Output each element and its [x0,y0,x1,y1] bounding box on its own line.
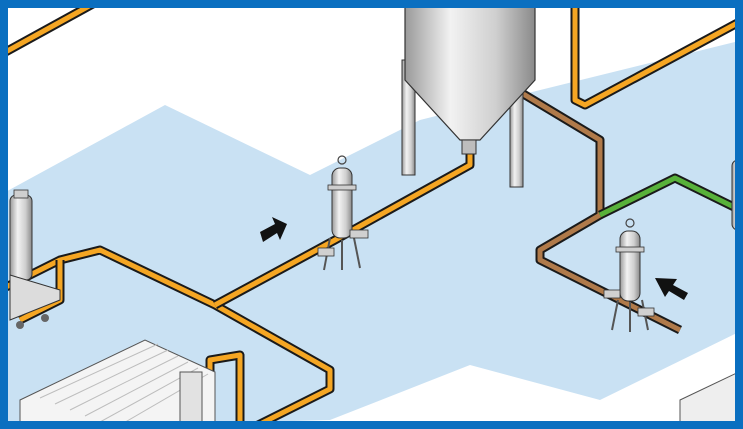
mobile-filter-cart [9,189,61,329]
pipe-green [598,173,742,220]
flow-arrow-right [655,278,688,300]
floor-area [0,40,743,429]
bag-filter-housing-center [317,155,369,271]
flow-arrow-center [260,217,287,242]
filter-press [19,339,216,429]
arrow-right-icon [260,217,287,242]
arrow-up-left-icon [655,278,688,300]
bag-filter-housing-right [603,218,655,332]
storage-tank [401,0,536,188]
